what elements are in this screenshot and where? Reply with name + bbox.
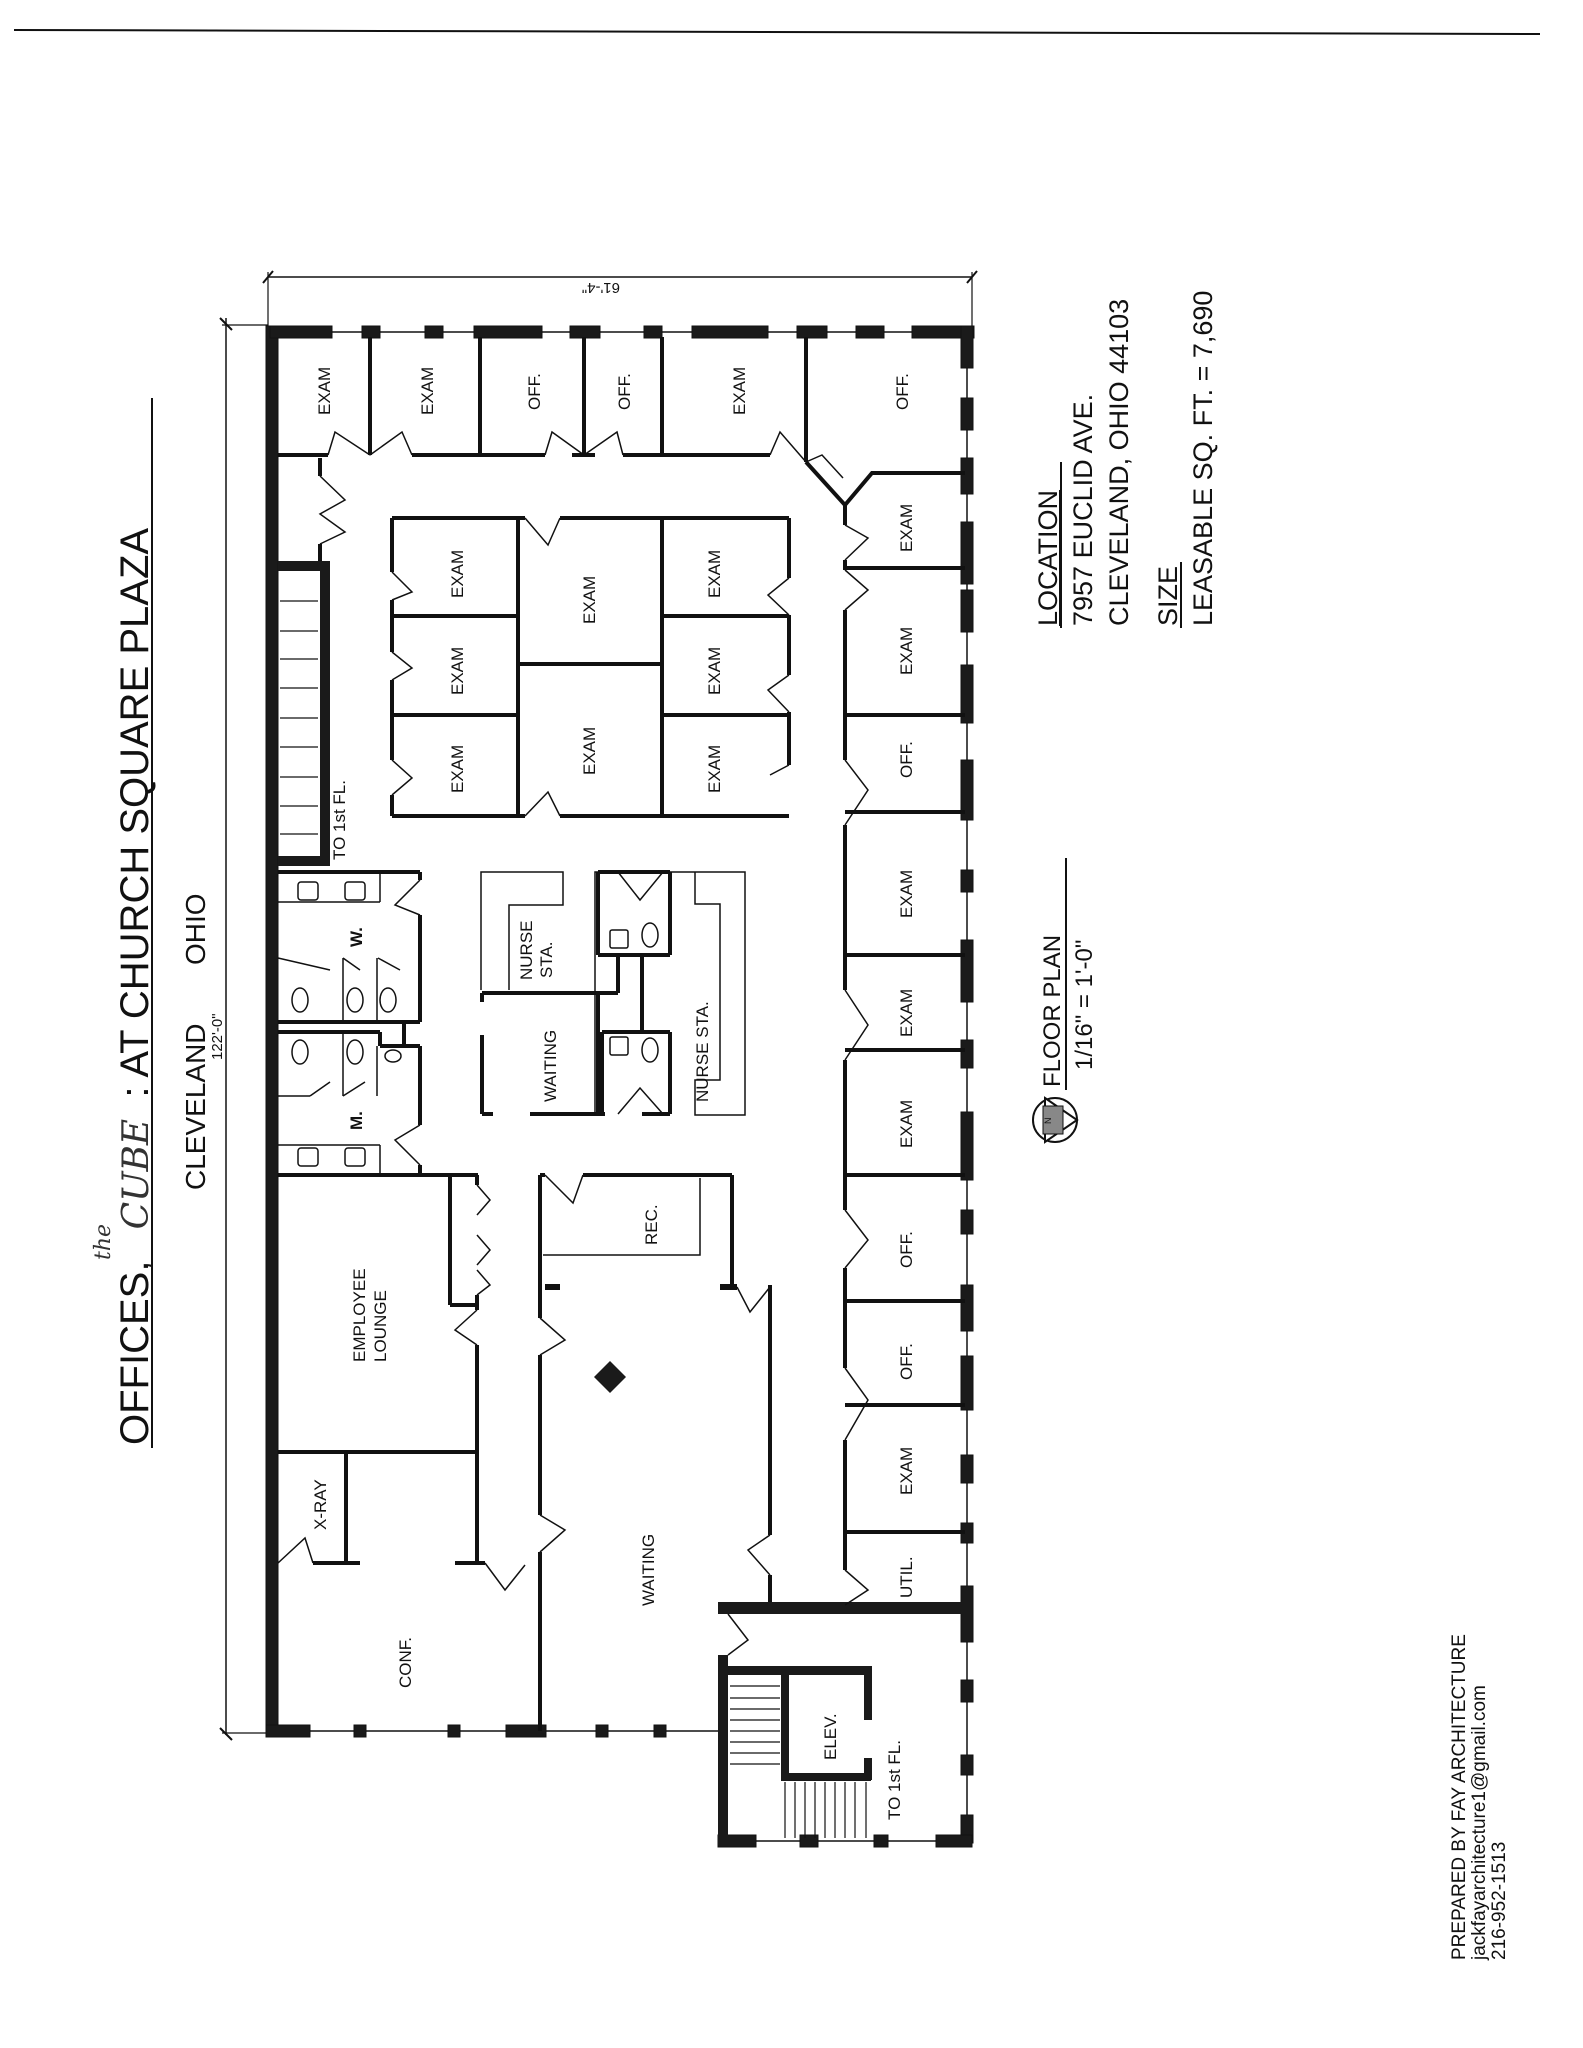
room-label: OFF. (897, 1343, 916, 1380)
employee-lounge-label: EMPLOYEE (350, 1268, 369, 1362)
credits-phone: 216-952-1513 (1489, 1842, 1510, 1960)
nurse-station-1-label-2: STA. (537, 941, 556, 978)
location-city: CLEVELAND, OHIO 44103 (1104, 299, 1134, 626)
nurse-station-1-label: NURSE (517, 920, 536, 980)
title-handwritten-the: the (91, 1224, 116, 1260)
mens-restroom-label: M. (347, 1111, 366, 1130)
building-shell (265, 325, 975, 1848)
wall-left-exterior (265, 325, 279, 1735)
size-heading: SIZE (1153, 566, 1183, 626)
dimension-width: 61'-4" (262, 270, 978, 330)
reception-label: REC. (642, 1204, 661, 1245)
credits-prepared-by: PREPARED BY FAY ARCHITECTURE (1449, 1634, 1470, 1960)
room-label: EXAM (897, 1100, 916, 1148)
womens-restroom-label: W. (347, 927, 366, 947)
room-label: EXAM (448, 647, 467, 695)
title-city: CLEVELAND (180, 1023, 211, 1190)
room-label: EXAM (730, 367, 749, 415)
room-label: EXAM (705, 647, 724, 695)
room-label: EXAM (897, 870, 916, 918)
room-label: EXAM (448, 745, 467, 793)
room-label: EXAM (315, 367, 334, 415)
door-swings (277, 430, 870, 1656)
room-label: OFF. (897, 741, 916, 778)
title-state: OHIO (180, 893, 211, 965)
floor-plan-heading: FLOOR PLAN (1039, 935, 1066, 1087)
room-labels: EXAM EXAM OFF. OFF. EXAM OFF. EXAM EXAM … (311, 367, 916, 1820)
small-waiting-label: WAITING (541, 1030, 560, 1102)
conference-label: CONF. (396, 1637, 415, 1688)
dimension-length: 122'-0" (209, 317, 268, 1741)
dimension-length-label: 122'-0" (209, 1013, 226, 1060)
room-label: OFF. (615, 373, 634, 410)
svg-text:N: N (1043, 1118, 1053, 1125)
room-label: OFF. (893, 373, 912, 410)
project-info: LOCATION 7957 EUCLID AVE. CLEVELAND, OHI… (1032, 291, 1218, 1144)
nurse-station-2-counter (594, 871, 643, 1115)
nurse-station-2-desk (694, 871, 746, 1116)
room-label: EXAM (897, 1447, 916, 1495)
location-address: 7957 EUCLID AVE. (1068, 394, 1098, 626)
room-label: OFF. (897, 1231, 916, 1268)
credits-email: jackfayarchitecture1@gmail.com (1469, 1685, 1490, 1961)
room-label: EXAM (897, 504, 916, 552)
nurse-station-1-counter (480, 871, 564, 990)
room-label: EXAM (448, 550, 467, 598)
dimension-width-label: 61'-4" (582, 279, 620, 296)
nurse-station-2-label: NURSE STA. (693, 1001, 712, 1102)
title-block: OFFICES, CUBE : AT CHURCH SQUARE PLAZA t… (91, 398, 211, 1448)
reception-counter (543, 1178, 701, 1256)
sheet-top-rule (13, 29, 1541, 35)
size-text: LEASABLE SQ. FT. = 7,690 (1188, 291, 1218, 626)
main-waiting-label: WAITING (639, 1534, 658, 1606)
stair-label-bottom: TO 1st FL. (885, 1740, 904, 1820)
xray-label: X-RAY (311, 1479, 330, 1530)
column-marker-icon (594, 1361, 626, 1393)
room-label: EXAM (580, 576, 599, 624)
room-label: EXAM (897, 989, 916, 1037)
floor-plan-scale: 1/16" = 1'-0" (1071, 940, 1098, 1070)
room-label: EXAM (418, 367, 437, 415)
room-label: EXAM (705, 745, 724, 793)
room-label: UTIL. (897, 1556, 916, 1598)
stair-label-top: TO 1st FL. (330, 780, 349, 860)
room-label: OFF. (525, 373, 544, 410)
north-arrow-icon: N (1032, 1096, 1079, 1144)
title-line-1: OFFICES, CUBE : AT CHURCH SQUARE PLAZA (113, 528, 157, 1445)
interior-walls (278, 337, 968, 1845)
location-heading: LOCATION (1033, 490, 1063, 626)
employee-lounge-label-2: LOUNGE (371, 1290, 390, 1362)
fixtures (277, 871, 746, 1256)
room-label: EXAM (705, 550, 724, 598)
room-label: EXAM (580, 727, 599, 775)
elevator-label: ELEV. (821, 1713, 840, 1760)
room-label: EXAM (897, 627, 916, 675)
credits: PREPARED BY FAY ARCHITECTURE jackfayarch… (1449, 1634, 1510, 1961)
